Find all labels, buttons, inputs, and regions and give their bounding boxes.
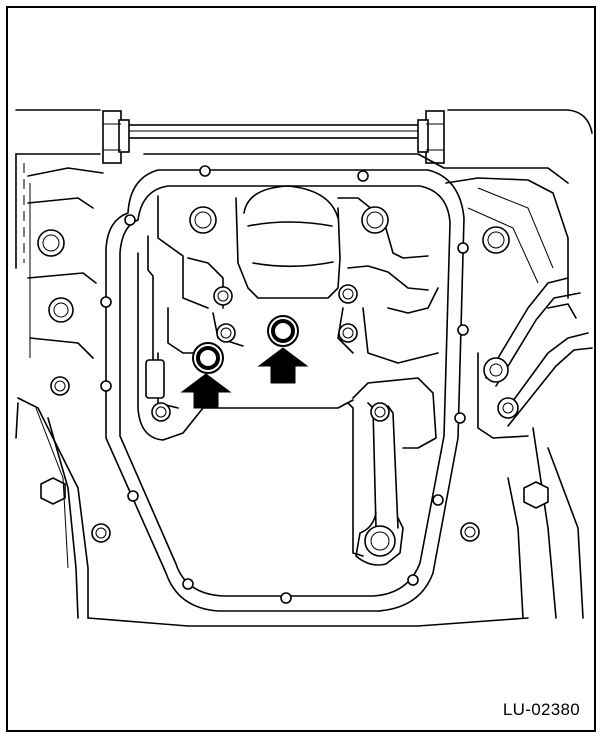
figure-frame: LU-02380 xyxy=(6,6,596,732)
inner-baffle xyxy=(137,185,439,441)
strainer-pipe xyxy=(347,377,437,566)
oil-pan-diagram xyxy=(15,109,593,627)
right-side-pipes xyxy=(477,277,593,439)
figure-id-label: LU-02380 xyxy=(502,700,580,719)
top-rod xyxy=(102,110,445,164)
oil-pan-flange xyxy=(105,169,465,612)
flange-bolts xyxy=(100,165,469,604)
engine-block-outline xyxy=(15,109,593,627)
arrow-up-icon xyxy=(257,347,309,384)
target-bolts xyxy=(192,315,299,374)
exterior-bolts xyxy=(37,226,549,543)
left-side-details xyxy=(27,183,97,569)
arrow-up-icon xyxy=(180,373,232,409)
internal-bosses xyxy=(145,206,390,422)
callout-arrows xyxy=(180,347,309,409)
